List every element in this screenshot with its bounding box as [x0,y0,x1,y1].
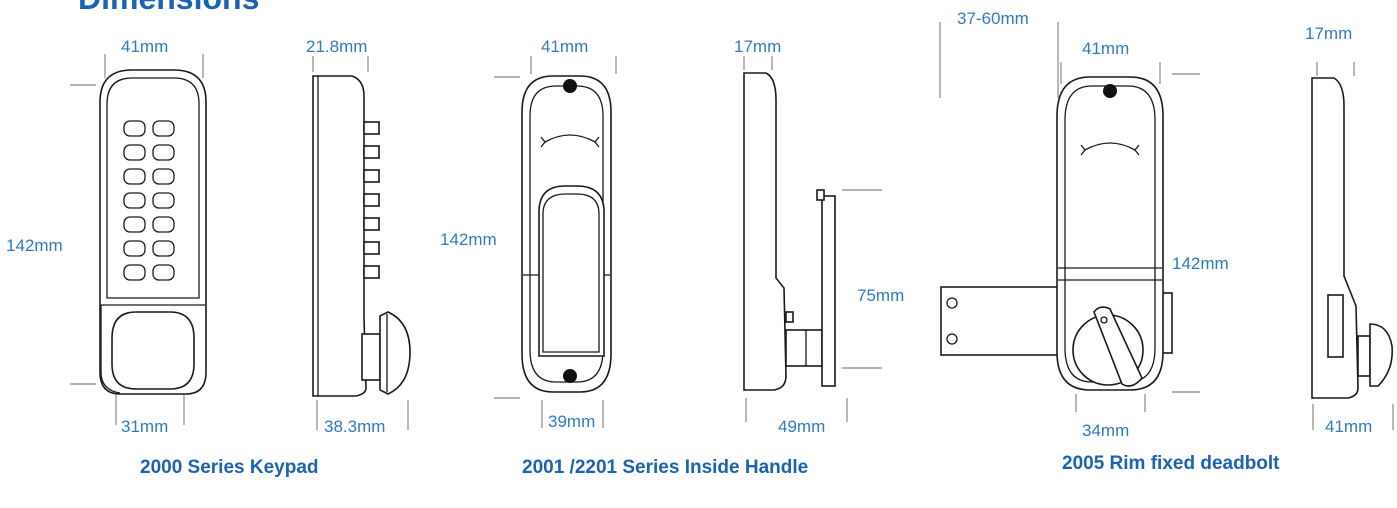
deadbolt-side-base-label: 41mm [1325,417,1373,436]
keypad-side-view [312,56,411,430]
handle-height-label: 142mm [440,230,497,249]
keypad-caption: 2000 Series Keypad [140,457,319,478]
page-title: Dimensions [78,0,259,14]
deadbolt-door-range-label: 37-60mm [957,9,1029,28]
handle-caption: 2001 /2201 Series Inside Handle [522,457,809,478]
keypad-side-depth-label: 21.8mm [306,37,368,56]
handle-front-view [494,56,617,428]
keypad-front-width-label: 41mm [121,37,169,56]
keypad-height-label: 142mm [6,236,63,255]
deadbolt-height-label: 142mm [1172,254,1229,273]
deadbolt-front-view [939,22,1200,412]
deadbolt-side-depth-label: 17mm [1305,24,1353,43]
handle-side-base-label: 49mm [778,417,826,436]
handle-base-width-label: 39mm [548,412,596,431]
deadbolt-base-width-label: 34mm [1082,421,1130,440]
keypad-side-base-label: 38.3mm [324,417,386,436]
deadbolt-caption: 2005 Rim fixed deadbolt [1062,453,1280,474]
handle-height-75-label: 75mm [857,286,905,305]
handle-side-depth-label: 17mm [734,37,782,56]
handle-side-view [743,56,882,422]
deadbolt-front-width-label: 41mm [1082,39,1130,58]
deadbolt-side-view [1311,62,1394,430]
keypad-front-view [70,54,207,425]
handle-front-width-label: 41mm [541,37,589,56]
keypad-base-width-label: 31mm [121,417,169,436]
keypad-buttons [123,120,175,281]
